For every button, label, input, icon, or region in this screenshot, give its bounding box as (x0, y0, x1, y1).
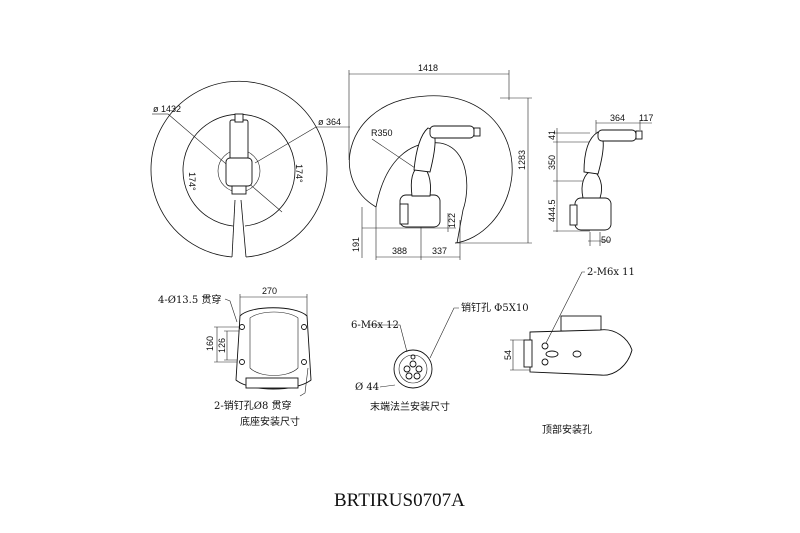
top-mount-flange (523, 339, 533, 368)
leader-364 (254, 126, 317, 164)
base-plate (235, 307, 312, 390)
model-title: BRTIRUS0707A (334, 490, 465, 511)
leader-diameter (379, 384, 396, 388)
leader-r350 (371, 138, 419, 171)
top-mount-oval (572, 350, 582, 358)
top-mount-cap (560, 315, 602, 332)
flange-outer (393, 349, 433, 389)
dim-radius: R350 (371, 128, 393, 138)
top-view: ø 1432 ø 364 174° 174° (150, 80, 350, 258)
label-mount-holes: 4-Ø13.5 贯穿 (158, 293, 221, 306)
caption-flange-mount: 末端法兰安装尺寸 (370, 400, 450, 413)
flange-bolt (410, 354, 416, 360)
dim-mid: 350 (547, 155, 557, 170)
dim-base-126: 126 (217, 338, 227, 353)
mount-hole (301, 324, 307, 330)
dim-base-height: 122 (447, 213, 457, 228)
dim-width: 1418 (418, 63, 438, 73)
robot-base-top (225, 157, 253, 187)
limit-line-left (231, 199, 236, 258)
dim-flange: 117 (639, 113, 653, 123)
mount-hole (239, 359, 245, 365)
label-flange-pin: 销钉孔 Φ5X10 (461, 301, 529, 314)
top-mount-view: 2-M6x 11 54 顶部安装孔 (503, 267, 635, 436)
robot-junction-side (399, 203, 409, 225)
caption-base-mount: 底座安装尺寸 (240, 415, 300, 428)
dim-arm-length: 364 (610, 113, 625, 123)
flange-bolt (409, 360, 417, 368)
arm-dimension-view: 364 117 41 350 444.5 50 (547, 113, 653, 246)
robot-base-arm (574, 197, 612, 231)
label-flange-diameter: Ø 44 (355, 382, 379, 393)
top-mount-slot (545, 350, 559, 358)
dim-top: 41 (547, 130, 557, 140)
dim-angle-right: 174° (294, 164, 304, 183)
robot-arm-top (229, 119, 249, 161)
caption-top-mount: 顶部安装孔 (542, 423, 592, 436)
dim-top-spacing: 54 (503, 350, 513, 360)
base-mount-view: 270 4-Ø13.5 贯穿 160 126 2-销钉孔Ø8 贯穿 底座安装尺寸 (158, 286, 312, 428)
top-mount-hole (541, 358, 549, 366)
flange-mount-view: 6-M6x 12 销钉孔 Φ5X10 Ø 44 末端法兰安装尺寸 (351, 301, 529, 413)
outer-reach-arc (349, 95, 513, 244)
base-foot (245, 377, 299, 389)
robot-tool-top (234, 113, 244, 123)
dim-reach-back: 388 (392, 246, 407, 256)
flange-bolt (413, 372, 421, 380)
limit-line-right (240, 199, 247, 258)
robot-link2-side (413, 127, 436, 173)
dim-height: 1283 (517, 150, 527, 170)
robot-connector-top (231, 185, 247, 195)
robot-link1-arm (581, 169, 603, 199)
leader-1432 (167, 113, 283, 213)
robot-forearm-arm (597, 129, 637, 142)
robot-forearm-side (429, 125, 475, 139)
robot-tool-arm (635, 130, 643, 140)
dim-bottom: 444.5 (547, 199, 557, 222)
dim-reach-front: 337 (432, 246, 447, 256)
dim-inner-diameter: ø 364 (318, 117, 341, 127)
flange-bolt (415, 365, 423, 373)
dim-offset-low: 191 (351, 237, 361, 252)
inner-reach-arc (375, 142, 468, 244)
side-view: 1418 R350 1283 191 122 388 337 (348, 63, 532, 260)
label-top-screws: 2-M6x 11 (587, 267, 635, 278)
dim-base-width: 270 (262, 286, 277, 296)
robot-junction-arm (569, 204, 578, 226)
leader-screws (368, 324, 408, 353)
top-mount-hole (541, 342, 549, 350)
flange-bolt (405, 372, 413, 380)
leader-holes (224, 298, 238, 323)
dim-base-offset: 50 (601, 235, 611, 245)
label-pin-holes: 2-销钉孔Ø8 贯穿 (214, 399, 291, 412)
label-flange-screws: 6-M6x 12 (351, 320, 399, 331)
leader-top-screws (545, 271, 585, 344)
outer-workspace-arc (150, 80, 328, 258)
mount-hole (239, 324, 245, 330)
robot-tool-side (473, 127, 481, 137)
dim-outer-diameter: ø 1432 (153, 104, 181, 114)
leader-pin (429, 307, 459, 359)
base-inner (249, 311, 299, 376)
leader-pins (299, 367, 309, 397)
flange-bolt (403, 365, 411, 373)
dim-base-160: 160 (205, 336, 215, 351)
mount-hole (301, 359, 307, 365)
dim-angle-left: 174° (187, 172, 197, 191)
